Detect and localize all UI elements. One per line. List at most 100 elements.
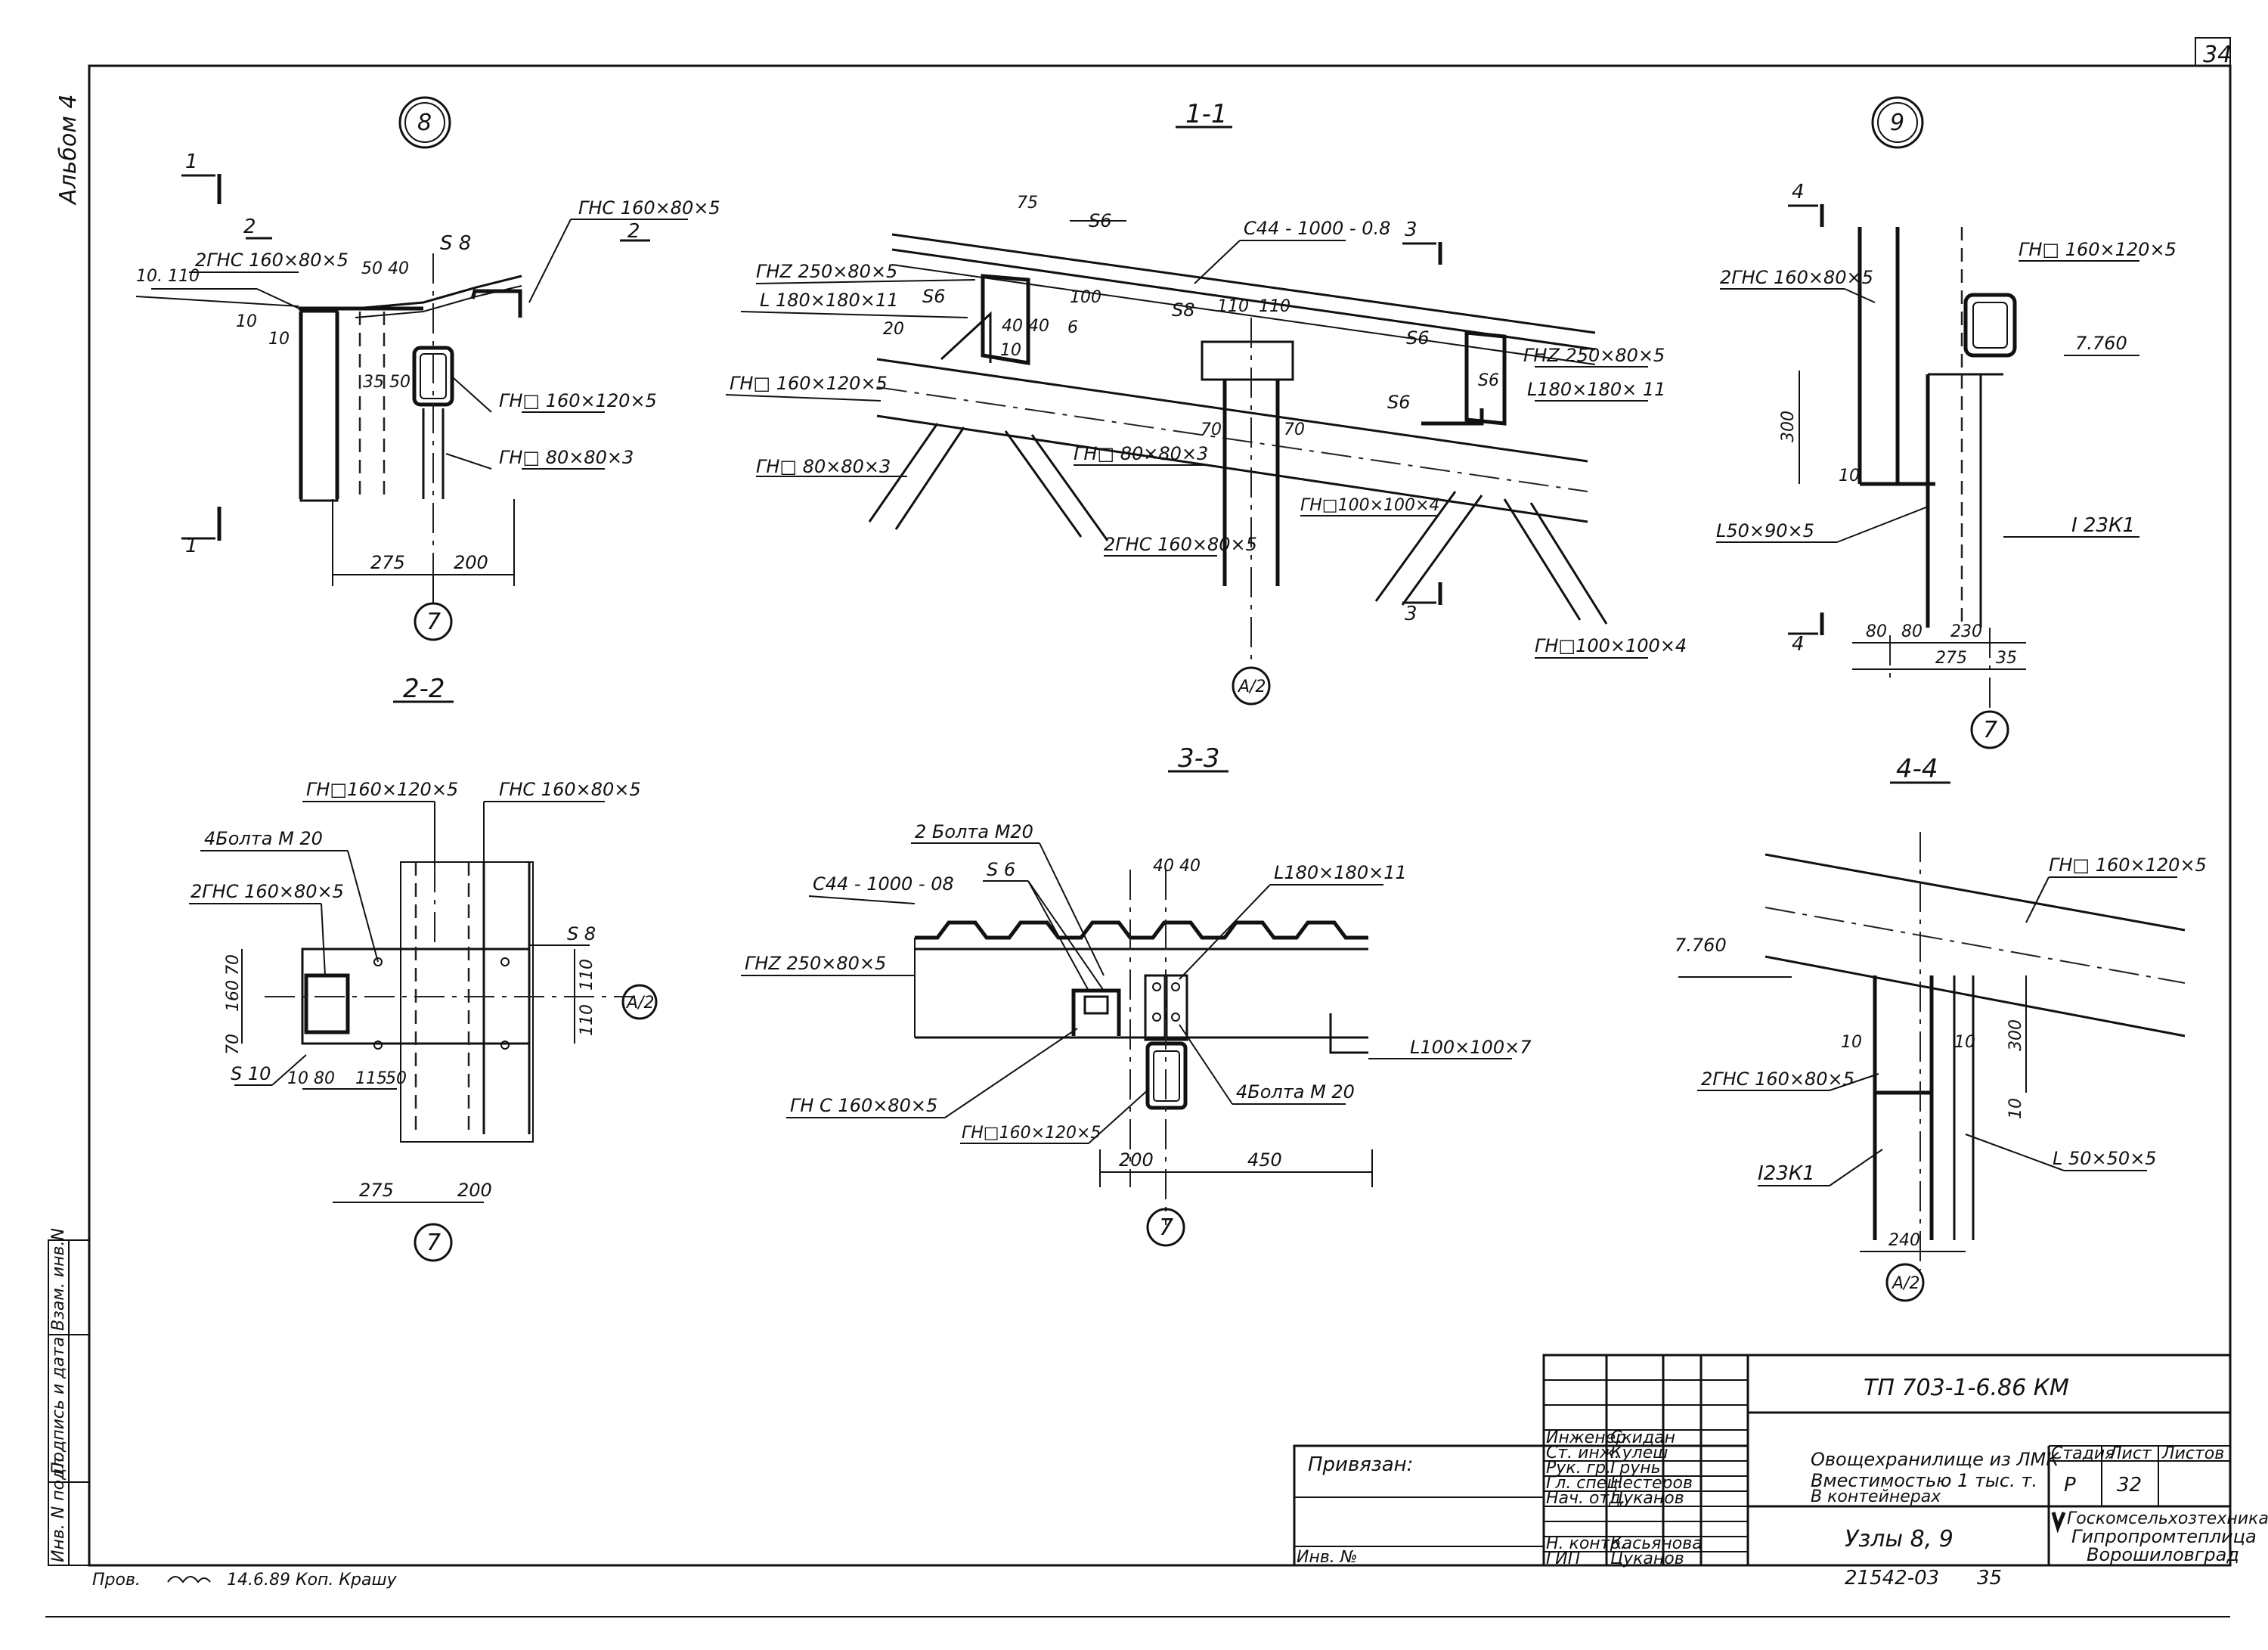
title-sheet-header: Лист <box>2108 1444 2152 1463</box>
node-9-number: 9 <box>1890 110 1904 136</box>
sec22-d160: 160 <box>224 980 243 1012</box>
title-org-3: Ворошиловград <box>2087 1544 2239 1565</box>
title-org-2: Гипропромтеплица <box>2071 1526 2257 1547</box>
sec11-s6b: S6 <box>922 286 946 307</box>
sec11-gnp160: ГН□ 160×120×5 <box>730 373 888 394</box>
node9-d80b: 80 <box>1901 622 1923 641</box>
role-4: Нач. отд. <box>1546 1489 1626 1508</box>
node9-gnp160: ГН□ 160×120×5 <box>2019 239 2177 260</box>
sec22-gnp160: ГН□160×120×5 <box>306 779 458 800</box>
sec44-axis-a2: А/2 <box>1891 1274 1919 1293</box>
role-7: ГИП <box>1546 1549 1580 1568</box>
node8-d3550: 35 50 <box>363 373 411 392</box>
checker-signature <box>167 1576 211 1583</box>
sec11-d75: 75 <box>1017 194 1038 212</box>
name-3: Нестеров <box>1610 1474 1693 1493</box>
title-sheets-header: Листов <box>2161 1444 2224 1463</box>
sec33-d200: 200 <box>1119 1149 1154 1171</box>
section-4-4-drawing <box>1678 781 2186 1302</box>
node8-gnp80: ГН□ 80×80×3 <box>499 447 634 468</box>
sec33-d4040: 40 40 <box>1153 857 1201 876</box>
node9-d300: 300 <box>1779 411 1798 442</box>
title-desc-1: Овощехранилище из ЛМК <box>1811 1449 2059 1470</box>
title-desc-2: Вместимостью 1 тыс. т. <box>1811 1470 2037 1491</box>
node8-level: 10. 110 <box>136 267 200 286</box>
sec44-level: 7.760 <box>1675 935 1727 956</box>
sec33-gnz: ГНZ 250×80×5 <box>745 953 886 974</box>
node8-gnp160: ГН□ 160×120×5 <box>499 390 657 411</box>
sec22-d110b: 110 <box>578 1004 596 1036</box>
stamp-inv-orig: Инв. N подл. <box>49 1453 68 1562</box>
sec22-d50: 50 <box>386 1069 407 1088</box>
node8-gns-top: ГНС 160×80×5 <box>578 197 720 219</box>
sec22-axis-a2: А/2 <box>625 994 654 1013</box>
sec11-c44: С44 - 1000 - 0.8 <box>1244 218 1390 239</box>
title-sheet-title: Узлы 8, 9 <box>1845 1526 1954 1552</box>
footer-page: 35 <box>1977 1567 2002 1590</box>
sec22-gns-left: 2ГНС 160×80×5 <box>191 881 344 902</box>
sec33-s6: S 6 <box>987 859 1015 880</box>
sec11-d110a: 110 <box>1217 297 1249 316</box>
section-2-2-drawing <box>189 700 658 1262</box>
node8-d275: 275 <box>370 552 405 573</box>
cut-mark-3-bottom: 3 <box>1405 603 1418 625</box>
sec44-d10a: 10 <box>1841 1033 1862 1052</box>
sec44-gns: 2ГНС 160×80×5 <box>1701 1068 1854 1090</box>
sec22-d10: 10 <box>287 1069 308 1088</box>
node8-d5040: 50 40 <box>361 259 409 278</box>
node-8-number: 8 <box>417 110 432 136</box>
name-0: Скидан <box>1610 1428 1675 1447</box>
node9-d275: 275 <box>1935 649 1967 668</box>
sec22-d80: 80 <box>314 1069 335 1088</box>
sec22-s10: S 10 <box>231 1063 271 1084</box>
sec22-gns-top: ГНС 160×80×5 <box>499 779 641 800</box>
sec11-l180-left: L 180×180×11 <box>760 290 898 311</box>
role-0: Инженер <box>1546 1428 1626 1447</box>
sec11-d70a: 70 <box>1201 420 1222 439</box>
sec11-s6d: S6 <box>1387 392 1411 413</box>
node9-d10: 10 <box>1839 467 1860 485</box>
node8-d10a: 10 <box>236 312 257 331</box>
sec33-axis-7: 7 <box>1159 1214 1173 1241</box>
title-inv: Инв. № <box>1297 1548 1358 1567</box>
node9-angle: L50×90×5 <box>1716 520 1814 541</box>
sheet-number: 34 <box>2203 42 2232 68</box>
sec22-d110a: 110 <box>578 959 596 991</box>
sheet-frame <box>45 37 2232 1617</box>
sec11-d20: 20 <box>883 320 904 339</box>
role-1: Ст. инж. <box>1546 1444 1620 1462</box>
sec33-c44: С44 - 1000 - 08 <box>813 873 954 895</box>
sec11-d4040: 40 40 <box>1002 317 1049 336</box>
role-3: Гл. спец. <box>1546 1474 1623 1493</box>
node-8-drawing <box>135 96 688 641</box>
sec33-l100: L100×100×7 <box>1410 1037 1532 1058</box>
sec11-gnp80a: ГН□ 80×80×3 <box>756 456 891 477</box>
sec22-d70a: 70 <box>224 954 243 975</box>
section-1-1-drawing <box>725 126 1648 706</box>
title-code: ТП 703-1-6.86 КМ <box>1864 1375 2069 1401</box>
node-9-drawing <box>1716 96 2139 749</box>
sec11-gnp80b: ГН□ 80×80×3 <box>1074 443 1208 464</box>
sec11-gnz-left: ГНZ 250×80×5 <box>756 261 897 282</box>
sec44-gnp160: ГН□ 160×120×5 <box>2049 854 2207 876</box>
title-org-1: Госкомсельхозтехника <box>2067 1509 2268 1528</box>
title-stage: Р <box>2064 1474 2076 1496</box>
sec33-bolts4: 4Болта М 20 <box>1236 1081 1355 1103</box>
name-1: Кулеш <box>1610 1444 1668 1462</box>
sec11-gnp100a: ГН□100×100×4 <box>1300 496 1439 515</box>
sec11-gns2: 2ГНС 160×80×5 <box>1104 534 1257 555</box>
node9-beam: I 23К1 <box>2071 514 2135 537</box>
sec22-d70b: 70 <box>224 1034 243 1055</box>
footer-doc-number: 21542-03 <box>1845 1567 1939 1590</box>
sec33-gnp160: ГН□160×120×5 <box>962 1124 1101 1143</box>
sec22-s8: S 8 <box>567 923 596 944</box>
name-6: Касьянова <box>1610 1534 1703 1553</box>
sec44-d10b: 10 <box>1954 1033 1975 1052</box>
sec33-gns: ГН С 160×80×5 <box>790 1095 937 1116</box>
sec33-d450: 450 <box>1247 1149 1282 1171</box>
cut-mark-2-left: 2 <box>243 216 256 238</box>
section-4-4-title: 4-4 <box>1896 754 1938 784</box>
stamp-sign-date: Подпись и дата <box>49 1337 68 1475</box>
title-desc-3: В контейнерах <box>1811 1487 1941 1506</box>
